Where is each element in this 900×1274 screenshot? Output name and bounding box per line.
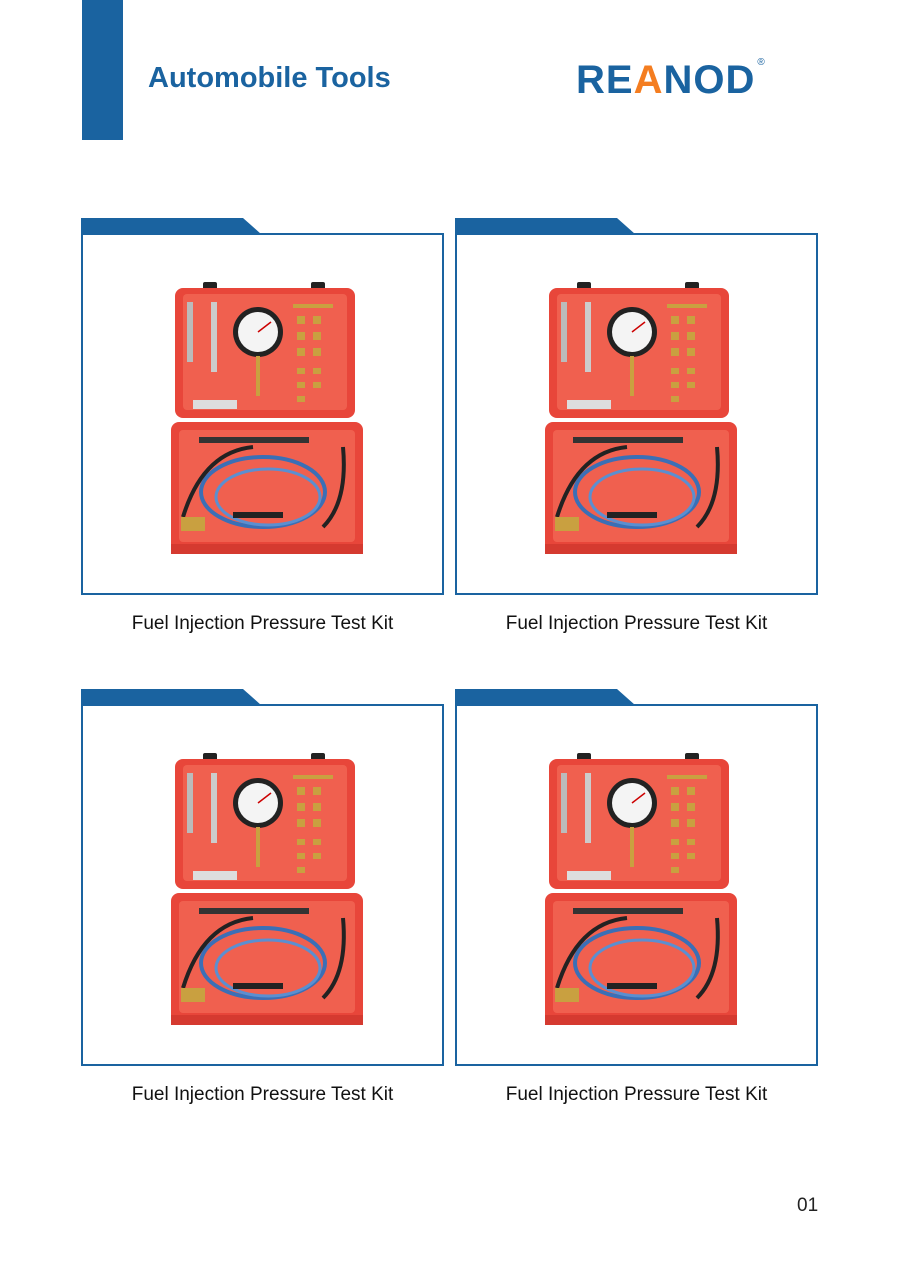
registered-mark: ® [757, 56, 766, 68]
product-caption: Fuel Injection Pressure Test Kit [131, 613, 394, 634]
product-image-frame [81, 704, 444, 1066]
product-image-fuel-test-kit [163, 282, 368, 557]
product-image-frame [455, 704, 818, 1066]
card-tab [81, 689, 261, 705]
card-tab [455, 689, 635, 705]
product-caption: Fuel Injection Pressure Test Kit [505, 613, 768, 634]
card-tab [455, 218, 635, 234]
card-tab [81, 218, 261, 234]
logo-text-end: NOD [663, 58, 756, 102]
page-number: 01 [797, 1195, 819, 1216]
header-accent-bar [82, 0, 123, 140]
logo-text: RE [576, 58, 634, 102]
product-image-fuel-test-kit [163, 753, 368, 1028]
product-image-frame [81, 233, 444, 595]
product-image-frame [455, 233, 818, 595]
product-image-fuel-test-kit [537, 282, 742, 557]
product-card: Fuel Injection Pressure Test Kit [455, 218, 818, 634]
product-card: Fuel Injection Pressure Test Kit [455, 689, 818, 1105]
page-title: Automobile Tools [148, 62, 391, 94]
product-card: Fuel Injection Pressure Test Kit [81, 689, 444, 1105]
product-card: Fuel Injection Pressure Test Kit [81, 218, 444, 634]
logo-accent-letter: A [633, 58, 664, 102]
product-caption: Fuel Injection Pressure Test Kit [505, 1084, 768, 1105]
product-image-fuel-test-kit [537, 753, 742, 1028]
product-caption: Fuel Injection Pressure Test Kit [131, 1084, 394, 1105]
brand-logo: REANOD® [576, 56, 766, 103]
